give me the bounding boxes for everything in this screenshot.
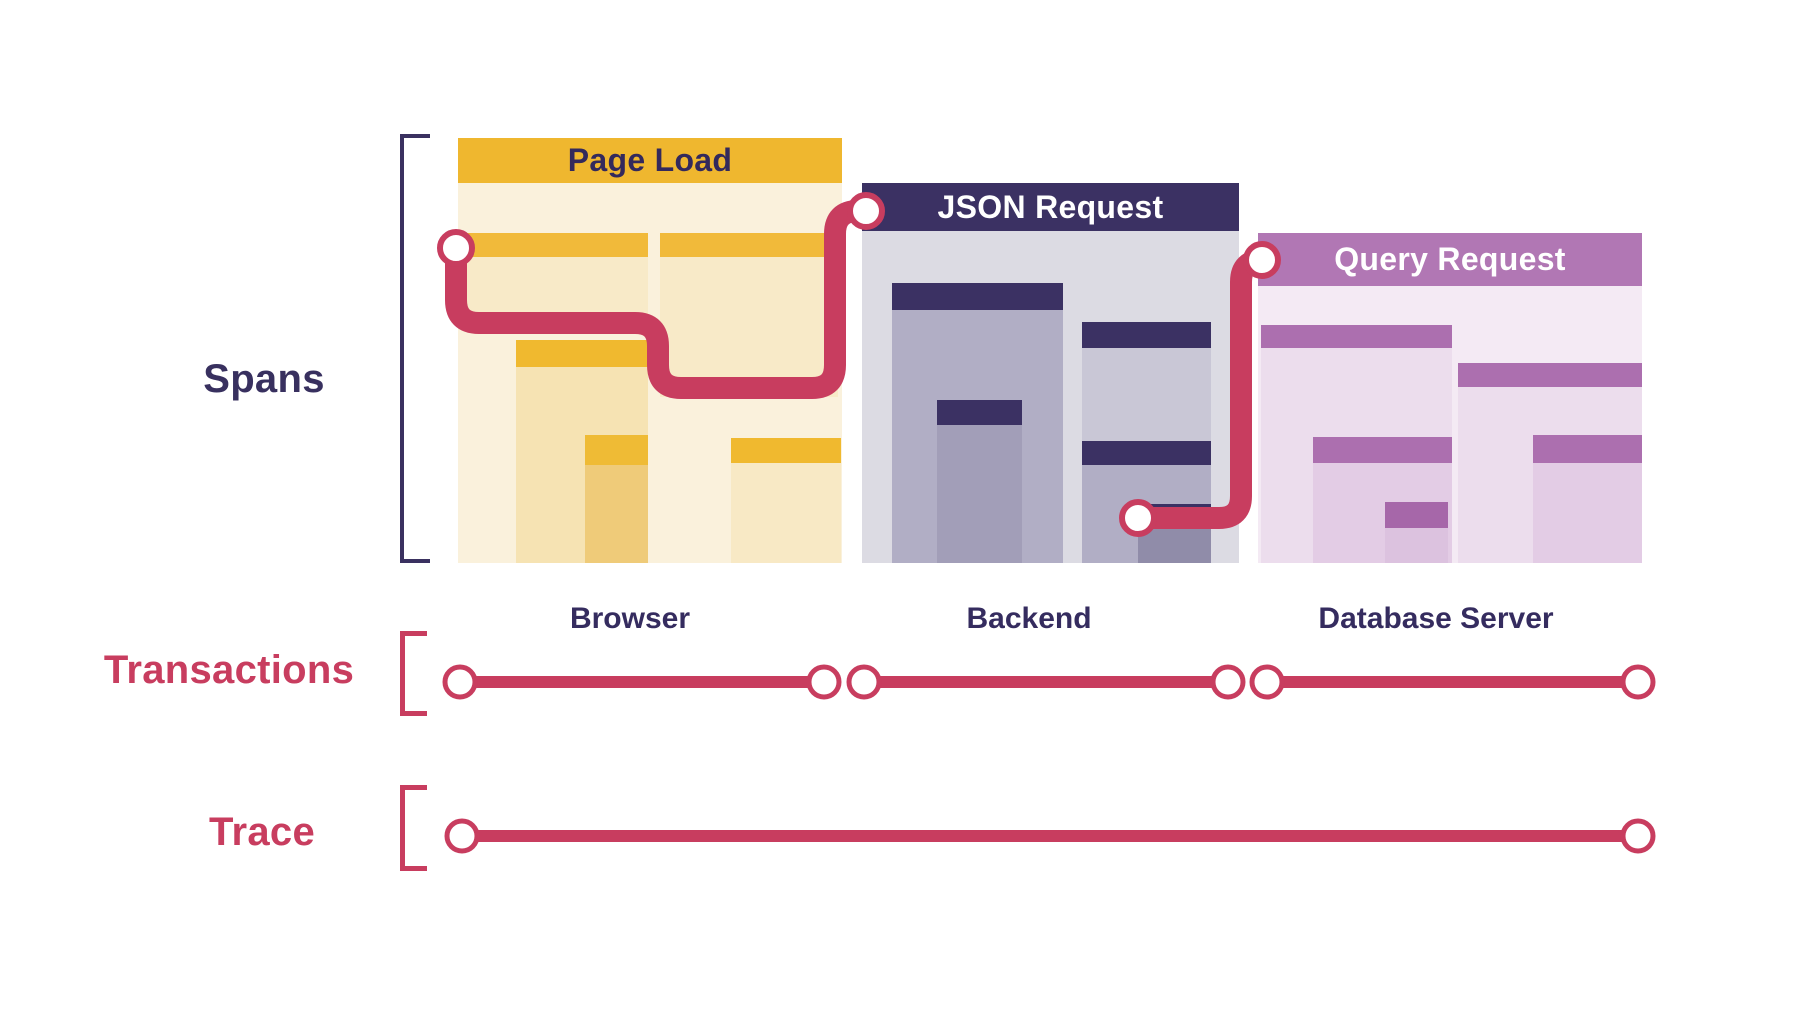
query-start-node: [1243, 241, 1281, 279]
trace-bracket: [400, 785, 427, 871]
browser-service-label: Browser: [569, 602, 691, 635]
database-subspan2-body: [1533, 463, 1642, 563]
backend-subspan-bar: [937, 400, 1022, 425]
backend-subspan2-bar: [1082, 441, 1211, 465]
trace-end-node: [1620, 818, 1656, 854]
trace-start-node: [444, 818, 480, 854]
trace-label: Trace: [208, 810, 316, 854]
pageload-start-node: [437, 229, 475, 267]
backend-subspan-body: [937, 425, 1022, 563]
browser-deep-span-bar: [585, 435, 648, 465]
browser-deep-span-body: [585, 465, 648, 563]
browser-span-right-bar: [660, 233, 838, 257]
database-subspan-bar: [1313, 437, 1452, 463]
browser-subspan2-bar: [731, 438, 841, 463]
database-deep-span-bar: [1385, 502, 1448, 528]
database-service-label: Database Server: [1318, 602, 1554, 635]
browser-span-right-body: [660, 257, 838, 397]
transactions-bracket: [400, 631, 427, 716]
browser-subspan2-body: [731, 463, 841, 563]
json-end-node: [1119, 499, 1157, 537]
database-transaction-end-node: [1620, 664, 1656, 700]
spans-bracket: [400, 134, 430, 563]
json-start-node: [847, 192, 885, 230]
database-subspan2-bar: [1533, 435, 1642, 463]
browser-transaction-end-node: [806, 664, 842, 700]
browser-transaction-start-node: [442, 664, 478, 700]
database-span-right-bar: [1458, 363, 1642, 387]
backend-service-label: Backend: [966, 602, 1092, 635]
query-request-header: Query Request: [1258, 233, 1642, 286]
json-to-query-connector: [1140, 249, 1266, 529]
backend-transaction-end-node: [1210, 664, 1246, 700]
database-span-left-bar: [1261, 325, 1452, 348]
browser-span-left-bar: [458, 233, 648, 257]
database-deep-span-body: [1385, 528, 1448, 563]
database-transaction-start-node: [1249, 664, 1285, 700]
pageload-to-json-connector: [445, 200, 866, 399]
backend-span-right-bar: [1082, 322, 1211, 348]
backend-span-left-bar: [892, 283, 1063, 310]
transactions-label: Transactions: [103, 648, 355, 692]
pageload-header: Page Load: [458, 138, 842, 183]
json-request-header: JSON Request: [862, 183, 1239, 231]
browser-span-left-body: [458, 257, 648, 317]
spans-label: Spans: [203, 357, 325, 401]
backend-transaction-start-node: [846, 664, 882, 700]
backend-deep-span-body: [1138, 529, 1211, 563]
browser-subspan-bar: [516, 340, 648, 367]
